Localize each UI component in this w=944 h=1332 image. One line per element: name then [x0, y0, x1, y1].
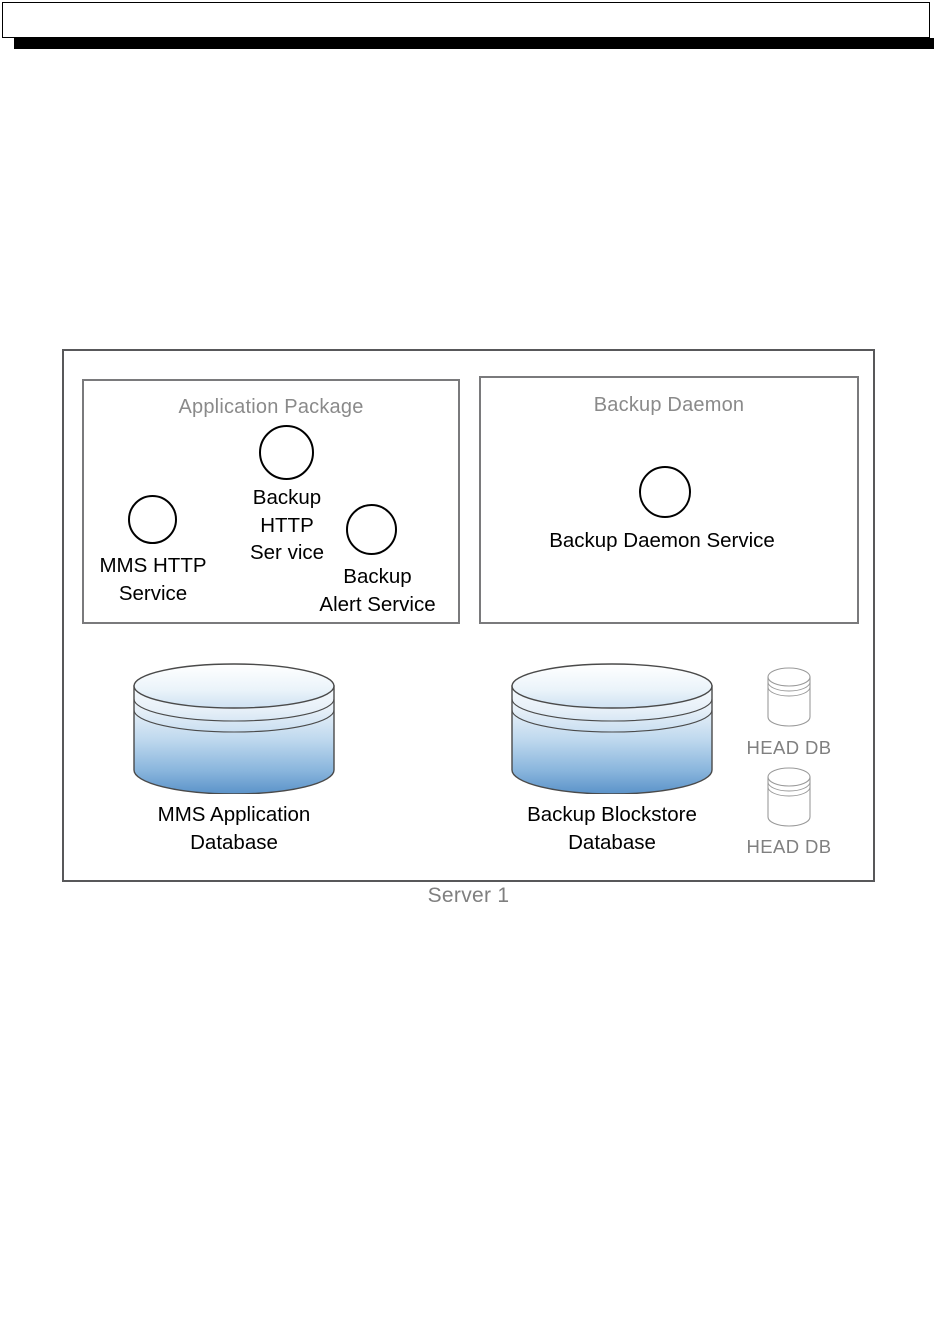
group-title-backup-daemon: Backup Daemon	[593, 394, 745, 416]
group-title-application-package: Application Package	[178, 396, 364, 418]
server-caption: Server 1	[427, 884, 510, 907]
service-label-mms-http: MMS HTTP Service	[99, 554, 207, 605]
service-circle-mms-http[interactable]	[128, 495, 177, 544]
head-db-cylinder-2[interactable]	[766, 766, 812, 828]
group-box-application-package: Application Package	[82, 379, 460, 624]
service-circle-backup-alert[interactable]	[346, 504, 397, 555]
database-caption-backup-blockstore: Backup Blockstore Database	[527, 803, 697, 855]
header-bar-shadow	[14, 38, 934, 49]
database-cylinder-mms-application[interactable]	[132, 662, 336, 794]
database-cylinder-backup-blockstore[interactable]	[510, 662, 714, 794]
header-bar[interactable]	[2, 2, 930, 38]
service-circle-backup-http[interactable]	[259, 425, 314, 480]
service-label-backup-http: Backup HTTP Ser vice	[249, 486, 325, 565]
head-db-label-1: HEAD DB	[746, 737, 832, 758]
service-label-backup-daemon: Backup Daemon Service	[549, 529, 775, 552]
service-circle-backup-daemon[interactable]	[639, 466, 691, 518]
head-db-label-2: HEAD DB	[746, 836, 832, 857]
service-label-backup-alert: Backup Alert Service	[319, 565, 436, 616]
head-db-cylinder-1[interactable]	[766, 666, 812, 728]
database-caption-mms-application: MMS Application Database	[157, 803, 311, 855]
